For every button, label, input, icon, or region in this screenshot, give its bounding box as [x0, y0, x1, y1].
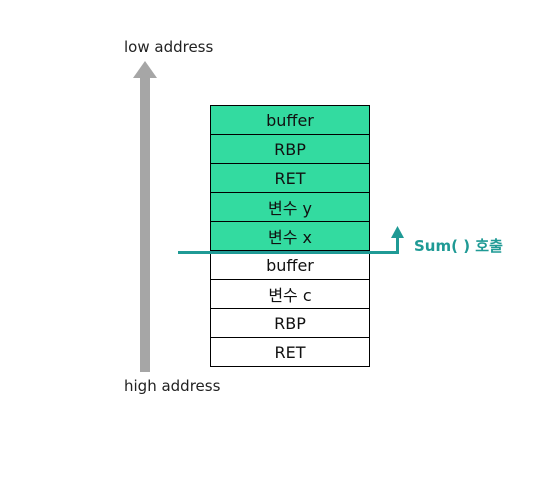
address-arrow-shaft [140, 76, 150, 372]
stack-frame: buffer RBP RET 변수 y 변수 x buffer 변수 c RBP… [210, 105, 370, 367]
stack-cell: buffer [211, 106, 369, 135]
stack-cell: RBP [211, 135, 369, 164]
stack-cell: RBP [211, 309, 369, 338]
stack-cell: RET [211, 164, 369, 193]
address-arrow-icon [133, 61, 157, 372]
stack-cell: buffer [211, 251, 369, 280]
stack-cell: 변수 c [211, 280, 369, 309]
low-address-label: low address [124, 38, 214, 56]
sum-call-label: Sum( ) 호출 [414, 237, 503, 255]
high-address-label: high address [124, 377, 221, 395]
stack-cell: 변수 x [211, 222, 369, 251]
stack-cell: RET [211, 338, 369, 367]
address-arrow-head [133, 61, 157, 78]
stack-cell: 변수 y [211, 193, 369, 222]
